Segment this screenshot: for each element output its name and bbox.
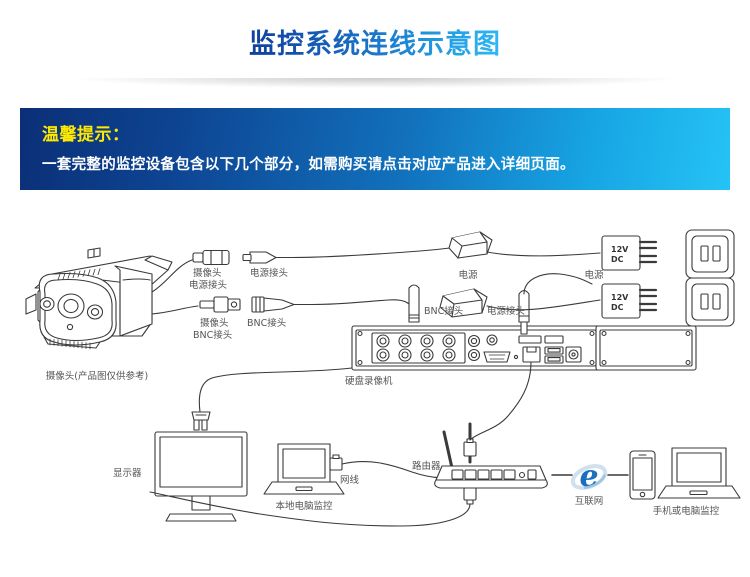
internet-explorer-icon: e: [570, 459, 608, 494]
label-power-connector-dvr: 电源接头: [487, 306, 526, 317]
cable-router-loop: [149, 491, 471, 527]
bnc-connector-icon: [199, 296, 313, 313]
rj45-plug-laptop-icon: [329, 454, 343, 471]
page-title: 监控系统连线示意图: [249, 22, 501, 61]
label-router: 路由器: [412, 461, 441, 472]
wall-outlet-icon-top: [685, 229, 735, 279]
smartphone-icon: [629, 450, 656, 500]
label-monitor: 显示器: [113, 468, 142, 479]
cable-monitor-to-dvr: [198, 367, 353, 413]
label-power-connector-top: 电源接头: [250, 268, 289, 279]
page-title-wrap: 监控系统连线示意图: [0, 22, 750, 61]
label-camera-power-connector-line2: 电源接头: [189, 280, 228, 291]
label-power-supply-top: 电源: [458, 270, 478, 281]
cable-power-top-right: [486, 251, 601, 257]
tip-banner: 温馨提示： 一套完整的监控设备包含以下几个部分，如需购买请点击对应产品进入详细页…: [20, 108, 730, 190]
router-icon: [434, 422, 548, 505]
wiring-diagram: e 摄像头(产品图仅供参考) 摄像头 电源接头 电源接头 摄像头 BNC接头 B…: [0, 196, 750, 577]
label-adapter-top-voltage: 12V: [611, 245, 629, 254]
cable-power-mid-right: [486, 299, 601, 311]
label-camera: 摄像头(产品图仅供参考): [45, 371, 149, 382]
wall-adapter-icon-top: [601, 235, 658, 271]
camera-icon: [25, 247, 173, 350]
label-phone-or-pc: 手机或电脑监控: [652, 506, 720, 517]
monitor-icon: [154, 431, 248, 522]
wall-outlet-icon-bottom: [685, 277, 735, 327]
laptop-icon-remote: [657, 447, 741, 499]
dc-plug-upright-icon: [518, 289, 530, 335]
tip-banner-body: 一套完整的监控设备包含以下几个部分，如需购买请点击对应产品进入详细页面。: [42, 157, 575, 173]
label-laptop-local: 本地电脑监控: [275, 501, 333, 512]
label-camera-power-connector-line1: 摄像头: [193, 268, 222, 279]
vga-plug-monitor-icon: [191, 411, 211, 431]
tip-banner-heading: 温馨提示：: [42, 125, 130, 145]
diagram-canvas: e: [25, 229, 741, 527]
power-adapter-icon-top: [448, 231, 493, 259]
label-power-supply-mid: 电源: [584, 270, 604, 281]
wall-adapter-icon-bottom: [601, 283, 658, 319]
label-adapter-bottom-type: DC: [611, 303, 624, 312]
label-camera-bnc-connector-line2: BNC接头: [193, 330, 233, 341]
label-dvr: 硬盘录像机: [345, 376, 393, 387]
cable-bnc-to-dvr: [311, 299, 415, 315]
cable-dvr-to-router: [469, 361, 532, 441]
cable-power-top-left: [291, 246, 459, 259]
cable-dvr-power: [523, 273, 593, 295]
title-divider-shadow: [75, 78, 675, 88]
svg-text:e: e: [579, 459, 598, 494]
label-adapter-bottom-voltage: 12V: [611, 293, 629, 302]
laptop-icon-local: [263, 443, 345, 495]
dvr-icon: [351, 325, 697, 371]
cable-camera-power: [151, 259, 193, 293]
label-bnc-connector-dvr: BNC接头: [424, 306, 464, 317]
cable-camera-bnc: [151, 305, 199, 315]
dc-barrel-connector-icon: [192, 249, 293, 266]
power-adapter-icon-mid: [439, 288, 488, 318]
label-network-cable: 网线: [340, 475, 360, 486]
label-camera-bnc-connector-line1: 摄像头: [200, 318, 229, 329]
label-bnc-connector: BNC接头: [247, 318, 287, 329]
label-internet: 互联网: [574, 496, 604, 507]
bnc-plug-upright-icon: [408, 284, 420, 323]
label-adapter-top-type: DC: [611, 255, 624, 264]
